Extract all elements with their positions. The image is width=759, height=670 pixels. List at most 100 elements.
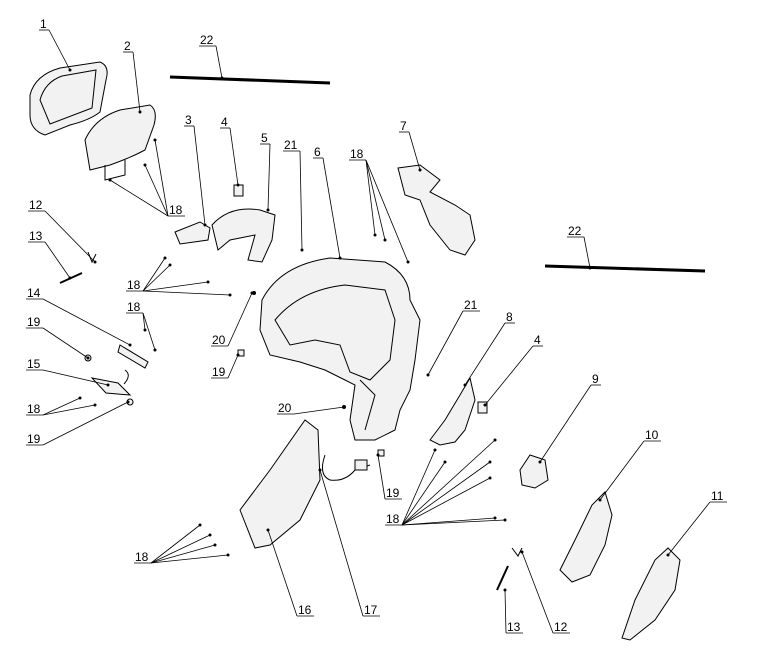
callout-18: 18 [127, 300, 141, 314]
leader-line [365, 159, 409, 263]
callout-18: 18 [386, 512, 400, 526]
callout-3: 3 [185, 113, 192, 127]
leader-arrow [493, 438, 497, 442]
leader-arrow [198, 523, 202, 527]
leader-line [229, 127, 239, 186]
callout-18: 18 [127, 278, 141, 292]
leader-line [142, 312, 146, 331]
callout-8: 8 [506, 310, 513, 324]
leader-arrow [68, 68, 72, 72]
leader-line [539, 384, 592, 463]
leader-arrow [213, 543, 217, 547]
leader-line [142, 290, 231, 296]
callout-17: 17 [364, 603, 378, 617]
part-14-bracket [117, 344, 149, 369]
leader-arrow [206, 280, 210, 284]
callout-10: 10 [645, 428, 659, 442]
part-12-spring [511, 547, 523, 557]
leader-line [504, 589, 507, 634]
part-22-rod [169, 75, 331, 85]
leader-arrow [78, 396, 82, 400]
leader-arrow [433, 448, 437, 452]
leader-line [154, 139, 169, 217]
part-19-nut [377, 449, 385, 457]
leader-arrow [426, 373, 430, 377]
leader-arrow [463, 383, 467, 387]
leader-line [484, 345, 534, 406]
leader-line [42, 397, 81, 416]
leader-arrow [588, 266, 592, 270]
callout-7: 7 [400, 119, 407, 133]
leader-line [42, 369, 109, 386]
part-5-bracket [211, 208, 276, 263]
leader-arrow [220, 76, 224, 80]
callout-12: 12 [29, 198, 43, 212]
part-10-side-cover [559, 491, 613, 583]
leader-line [365, 159, 376, 236]
callout-16: 16 [298, 603, 312, 617]
part-16-lower-panel [239, 419, 321, 549]
callout-15: 15 [27, 357, 41, 371]
leader-arrow [236, 183, 240, 187]
leader-arrow [342, 405, 346, 409]
leader-arrow [598, 498, 602, 502]
callout-19: 19 [27, 432, 41, 446]
part-9-switch [519, 454, 549, 489]
leader-arrow [503, 588, 507, 592]
callout-20: 20 [278, 401, 292, 415]
leader-line [401, 517, 496, 526]
leader-arrow [128, 343, 132, 347]
leader-line [227, 292, 253, 347]
leader-arrow [383, 238, 387, 242]
leader-line [293, 406, 345, 415]
callout-12: 12 [554, 620, 568, 634]
leader-line [193, 125, 206, 226]
leader-line [521, 551, 554, 634]
callout-6: 6 [314, 145, 321, 159]
part-7-bracket [397, 164, 476, 256]
leader-arrow [503, 518, 507, 522]
leader-line [408, 131, 421, 171]
leader-arrow [443, 460, 447, 464]
callout-18: 18 [27, 402, 41, 416]
leader-line [322, 157, 341, 259]
leader-arrow [163, 256, 167, 260]
leader-arrow [376, 453, 380, 457]
leader-line [150, 554, 229, 564]
leader-arrow [406, 260, 410, 264]
leader-line [132, 51, 141, 113]
leader-line [150, 524, 201, 564]
callout-20: 20 [212, 333, 226, 347]
leader-arrow [168, 263, 172, 267]
callout-22: 22 [568, 224, 582, 238]
leader-arrow [338, 256, 342, 260]
callout-22: 22 [200, 33, 214, 47]
part-11-side-cover [621, 547, 681, 641]
leader-arrow [228, 293, 232, 297]
leader-line [142, 257, 166, 292]
leader-line [44, 241, 71, 279]
callout-2: 2 [124, 39, 131, 53]
leader-arrow [236, 353, 240, 357]
leader-line [401, 439, 496, 526]
leader-arrow [418, 168, 422, 172]
leader-line [401, 461, 491, 526]
leader-arrow [93, 260, 97, 264]
callout-21: 21 [284, 138, 298, 152]
callout-13: 13 [29, 229, 43, 243]
leader-arrow [86, 356, 90, 360]
leader-line [365, 159, 386, 241]
leader-line [48, 29, 71, 71]
leader-lines [26, 29, 727, 634]
callout-18: 18 [135, 550, 149, 564]
leader-arrow [138, 110, 142, 114]
leader-arrow [488, 476, 492, 480]
leader-line [144, 164, 169, 217]
leader-arrow [153, 138, 157, 142]
part-17-wire-harness [321, 454, 371, 481]
leader-arrow [488, 460, 492, 464]
leader-line [267, 529, 298, 617]
leader-arrow [203, 223, 207, 227]
